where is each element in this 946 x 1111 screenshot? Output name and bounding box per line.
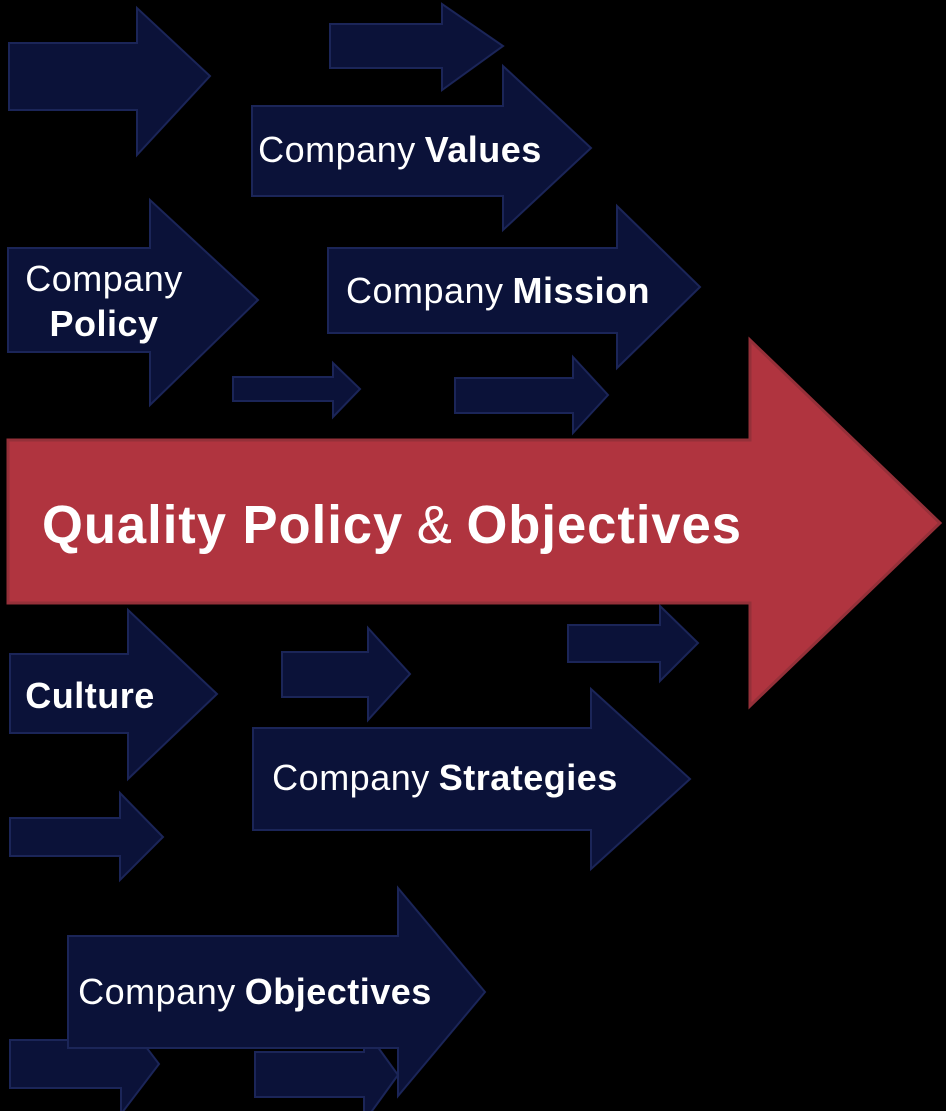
- company-policy-arrow: [7, 197, 260, 408]
- company-strategies-arrow: [252, 686, 692, 872]
- arrow-unlabeled-below-red-right: [567, 603, 700, 684]
- quality-policy-objectives-label: Quality Policy&Objectives: [42, 495, 742, 555]
- arrow-unlabeled-mid-left: [232, 360, 362, 420]
- culture-arrow: [9, 607, 219, 782]
- quality-policy-objectives-arrow: [6, 336, 943, 710]
- arrow-unlabeled-mid-right: [454, 354, 610, 436]
- arrow-unlabeled-below-culture: [9, 790, 165, 883]
- arrow-unlabeled-below-red-center: [281, 625, 412, 723]
- arrow-unlabeled-top-left: [8, 5, 212, 158]
- company-mission-arrow: [327, 203, 702, 371]
- company-objectives-arrow: [67, 885, 487, 1099]
- arrow-unlabeled-top-center: [329, 2, 505, 92]
- culture-label: Culture: [25, 675, 155, 716]
- company-values-arrow: [251, 63, 593, 233]
